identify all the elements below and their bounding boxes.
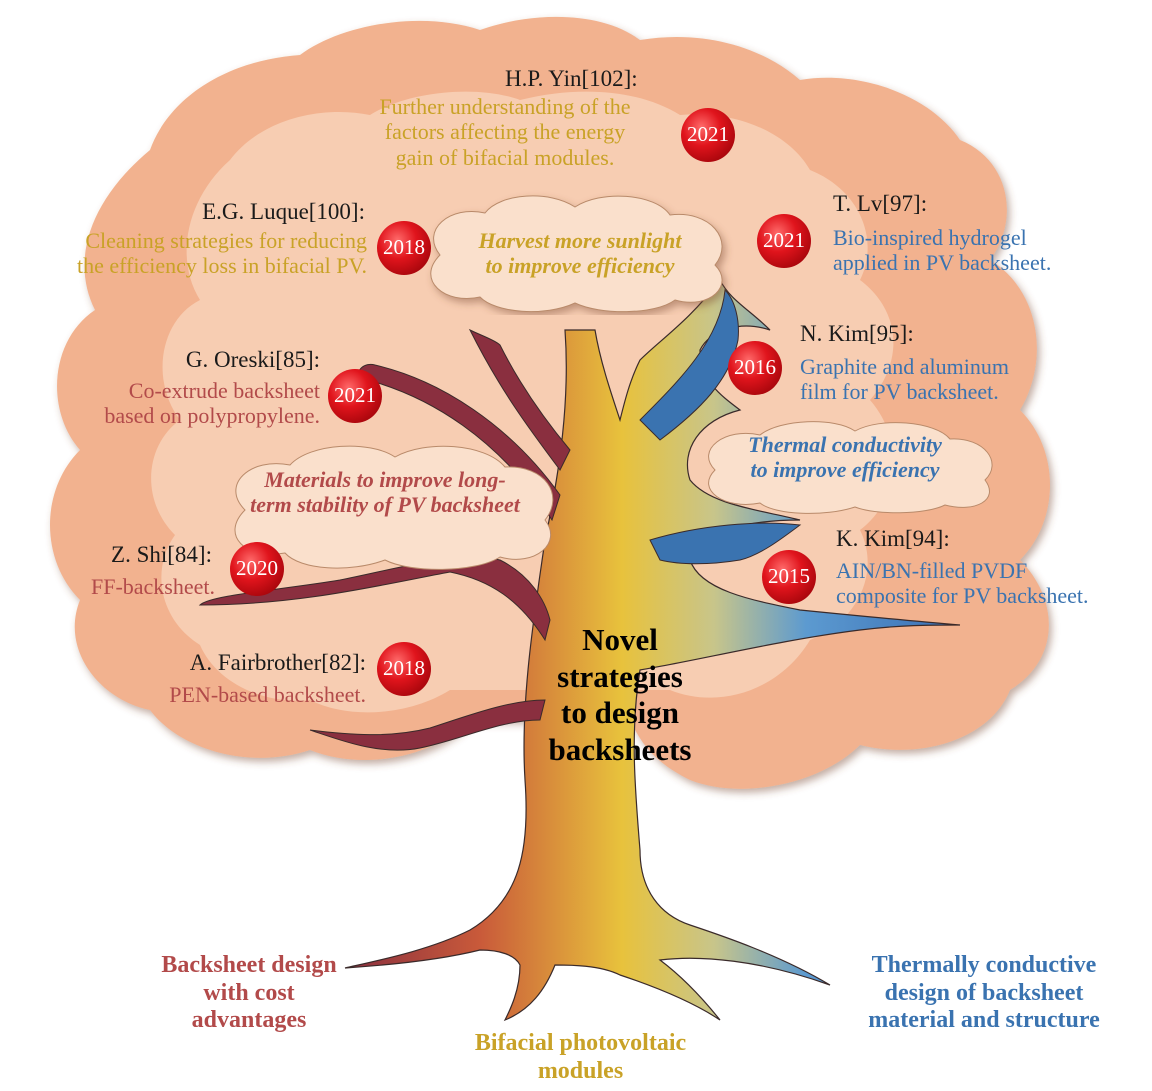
desc-line: the efficiency loss in bifacial PV. [76, 253, 367, 279]
apple-year: 2021 [334, 383, 376, 407]
entry-desc: FF-backsheet. [40, 574, 215, 599]
apple-year: 2021 [687, 122, 729, 146]
title-line: strategies [557, 658, 683, 694]
apple-year: 2015 [768, 564, 810, 588]
root-line: advantages [191, 1007, 307, 1034]
entry-desc: AIN/BN-filled PVDF composite for PV back… [836, 558, 1089, 609]
desc-line: based on polypropylene. [104, 403, 320, 429]
root-line: Backsheet design [161, 952, 337, 978]
cloud-line: term stability of PV backsheet [250, 492, 520, 518]
root-line: Bifacial photovoltaic [474, 1030, 687, 1056]
entry-desc: Bio-inspired hydrogel applied in PV back… [833, 225, 1051, 276]
branch-fairbrother [309, 699, 546, 751]
entry-ref: Z. Shi[84]: [111, 542, 212, 567]
root-label-bifacial: Bifacial photovoltaic modules [438, 1030, 723, 1085]
cloud-thermal-title: Thermal conductivity to improve efficien… [705, 432, 985, 483]
cloud-line: to improve efficiency [485, 253, 675, 279]
cloud-sunlight [430, 195, 723, 313]
desc-line: applied in PV backsheet. [833, 250, 1052, 276]
branch-shi [198, 556, 551, 642]
cloud-line: Thermal conductivity [748, 432, 942, 457]
title-line: to design [561, 695, 679, 731]
cloud-materials [234, 445, 554, 570]
desc-line: gain of bifacial modules. [395, 144, 615, 170]
apple-icon [728, 341, 782, 395]
desc-line: PEN-based backsheet. [169, 682, 366, 707]
apple-icon [757, 214, 811, 268]
desc-line: factors affecting the energy [384, 119, 626, 145]
entry-ref: G. Oreski[85]: [185, 347, 320, 372]
entry-desc: PEN-based backsheet. [100, 682, 366, 707]
root-label-thermal: Thermally conductive design of backsheet… [830, 952, 1138, 1035]
root-label-cost: Backsheet design with cost advantages [115, 952, 383, 1035]
apple-year: 2021 [763, 228, 805, 252]
desc-line: AIN/BN-filled PVDF [836, 558, 1028, 583]
apple-icon [377, 221, 431, 275]
entry-ref: K. Kim[94]: [836, 526, 950, 551]
apple-year: 2018 [383, 656, 425, 680]
entry-desc: Graphite and aluminum film for PV backsh… [800, 354, 1009, 405]
entry-ref: H.P. Yin[102]: [505, 66, 638, 91]
apple-icon [230, 542, 284, 596]
apple-icon [762, 550, 816, 604]
desc-line: Cleaning strategies for reducing [85, 228, 367, 253]
branch-upper-left [468, 328, 571, 471]
entry-ref: T. Lv[97]: [833, 191, 928, 216]
center-title: Novel strategies to design backsheets [520, 622, 720, 768]
desc-line: Co-extrude backsheet [128, 378, 320, 403]
cloud-line: Harvest more sunlight [478, 228, 682, 253]
cloud-sunlight-title: Harvest more sunlight to improve efficie… [440, 228, 720, 279]
apple-year: 2020 [236, 556, 278, 580]
apple-year: 2016 [734, 355, 776, 379]
apple-icon [681, 108, 735, 162]
apple-year: 2018 [383, 235, 425, 259]
entry-desc: Further understanding of the factors aff… [340, 94, 670, 170]
cloud-line: to improve efficiency [750, 457, 940, 483]
desc-line: composite for PV backsheet. [836, 583, 1089, 609]
root-line: modules [537, 1057, 624, 1084]
desc-line: Graphite and aluminum [800, 354, 1009, 379]
cloud-line: Materials to improve long- [264, 467, 506, 492]
entry-ref: N. Kim[95]: [800, 321, 914, 346]
cloud-materials-title: Materials to improve long- term stabilit… [220, 467, 550, 518]
desc-line: Further understanding of the [379, 94, 631, 119]
entry-desc: Co-extrude backsheet based on polypropyl… [40, 378, 320, 429]
entry-ref: E.G. Luque[100]: [202, 199, 365, 224]
branch-kkim [649, 522, 802, 565]
root-line: material and structure [868, 1007, 1100, 1034]
desc-line: FF-backsheet. [90, 574, 215, 599]
title-line: backsheets [548, 731, 692, 767]
entry-ref: A. Fairbrother[82]: [189, 650, 366, 675]
entry-desc: Cleaning strategies for reducing the eff… [5, 228, 367, 279]
root-line: design of backsheet [884, 979, 1084, 1006]
apple-icon [377, 642, 431, 696]
root-line: with cost [203, 979, 295, 1006]
desc-line: Bio-inspired hydrogel [833, 225, 1027, 250]
desc-line: film for PV backsheet. [800, 379, 999, 405]
branch-oreski [358, 363, 561, 522]
branch-upper-right [639, 288, 739, 441]
apple-icon [328, 369, 382, 423]
cloud-thermal [708, 421, 993, 514]
root-line: Thermally conductive [871, 952, 1097, 978]
title-line: Novel [582, 622, 658, 657]
